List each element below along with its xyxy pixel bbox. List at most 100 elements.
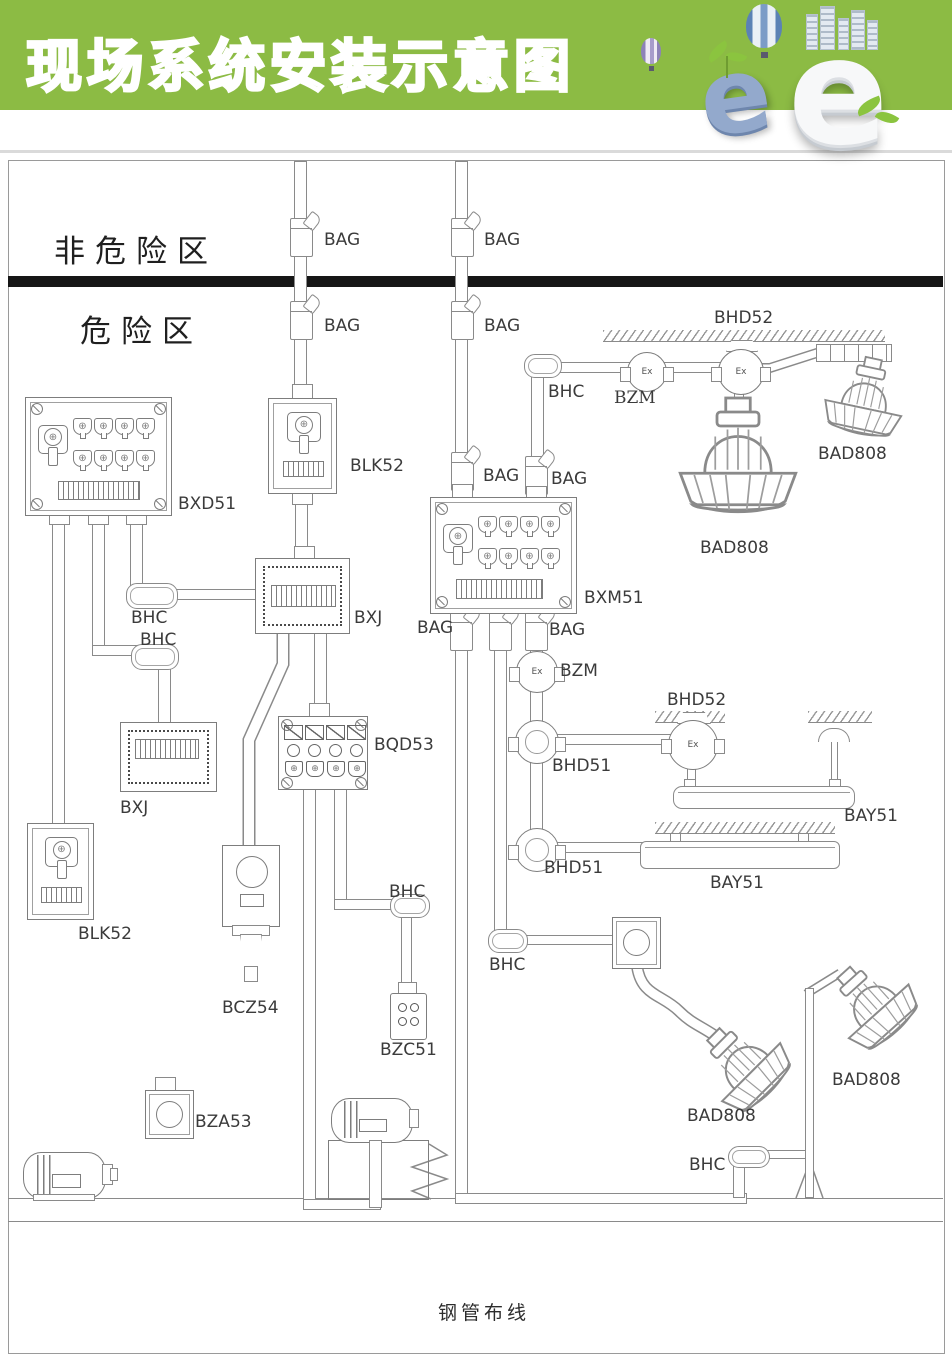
bqd53-control-box	[278, 716, 368, 790]
breaker-icon	[73, 418, 92, 439]
box-inner-frame	[616, 921, 657, 965]
box-inner-frame	[273, 403, 332, 489]
bag-fitting	[451, 218, 474, 257]
breaker-icon	[115, 418, 134, 439]
footer-note: 钢管布线	[438, 1302, 531, 1324]
label-bag: BAG	[483, 466, 520, 486]
label-bzc51: BZC51	[380, 1040, 437, 1060]
bhd52-junction: Ex	[661, 720, 725, 770]
terminal-strip	[58, 481, 140, 500]
label-bag: BAG	[324, 230, 361, 250]
motor-nameplate	[359, 1119, 387, 1132]
pipe	[334, 786, 347, 910]
bag-fitting	[489, 612, 512, 651]
bad808-lamp	[810, 347, 920, 453]
label-bhc: BHC	[389, 882, 426, 902]
pipe	[455, 1193, 747, 1204]
light-pole	[805, 988, 814, 1198]
gland-circle	[156, 1101, 183, 1128]
pipe	[369, 1140, 382, 1208]
leaf-stem	[726, 56, 728, 78]
main-switch-icon	[38, 425, 68, 466]
corner-screw-icon	[31, 403, 43, 415]
breaker-icon	[478, 516, 497, 537]
meter-icon	[326, 725, 345, 740]
breaker-icon	[478, 548, 497, 569]
motor-feet	[33, 1194, 95, 1201]
box-inner-frame	[30, 402, 167, 511]
bag-fitting	[290, 218, 313, 257]
pipe	[455, 610, 468, 1200]
bxj-junction-box	[120, 722, 217, 792]
ex-mark: Ex	[735, 367, 747, 377]
bzm-junction: Ex	[509, 651, 565, 693]
zone-label-hazardous: 危险区	[80, 314, 203, 350]
gland-circle	[623, 929, 650, 956]
bag-fitting	[525, 612, 548, 651]
label-bqd53: BQD53	[374, 735, 434, 755]
switch-handle-icon	[45, 837, 78, 879]
box-inner-frame	[435, 502, 572, 609]
blk52-switch-box	[27, 823, 94, 920]
hot-air-balloon-small-icon	[641, 38, 661, 64]
pipe	[766, 1150, 810, 1159]
bag-fitting	[451, 301, 474, 340]
label-bhd52: BHD52	[667, 690, 727, 710]
pipe	[522, 935, 616, 945]
bolt-dots	[263, 566, 342, 626]
bay51-fluorescent-fixture	[673, 786, 855, 809]
label-bzm: BZM	[560, 661, 598, 681]
indicator-lamp-icon	[287, 744, 300, 757]
motor-fins	[344, 1101, 358, 1138]
breaker-icon	[499, 548, 518, 569]
indicator-lamp-icon	[329, 744, 342, 757]
indicator-lamp-icon	[308, 744, 321, 757]
label-bhc: BHC	[489, 955, 526, 975]
building-icon	[867, 20, 878, 50]
bad808-lamp	[668, 396, 808, 526]
bzc51-button-station	[390, 993, 427, 1040]
label-bxd51: BXD51	[178, 494, 237, 514]
label-bxj: BXJ	[120, 798, 149, 818]
breaker-icon	[499, 516, 518, 537]
breaker-icon	[541, 516, 560, 537]
label-bhc: BHC	[131, 608, 168, 628]
building-icon	[806, 14, 818, 50]
page-title: 现场系统安装示意图	[25, 34, 575, 102]
ex-mark: Ex	[531, 667, 543, 677]
pushbutton-icon	[348, 761, 366, 777]
bxj-junction-box	[255, 558, 350, 634]
balloon-basket-icon	[649, 66, 654, 71]
breaker-icon	[520, 516, 539, 537]
button-dot	[410, 1017, 419, 1026]
ceiling-hatch	[808, 711, 872, 723]
socket-face	[236, 856, 268, 888]
breaker-icon	[541, 548, 560, 569]
switch-handle-icon	[287, 412, 321, 454]
label-bhd52: BHD52	[714, 308, 774, 328]
hot-air-balloon-icon	[746, 4, 782, 48]
bza53-junction-box	[145, 1090, 194, 1139]
motor	[23, 1152, 106, 1199]
bhc-connector	[126, 583, 178, 609]
label-bad808: BAD808	[687, 1106, 756, 1126]
building-icon	[838, 18, 849, 50]
label-bag: BAG	[549, 620, 586, 640]
building-icon	[820, 6, 835, 50]
bcz54-plug-device	[222, 845, 280, 927]
motor	[331, 1098, 413, 1143]
label-bad808: BAD808	[832, 1070, 901, 1090]
ceiling-hatch	[655, 822, 835, 834]
label-bhc: BHC	[689, 1155, 726, 1175]
bhc-connector	[524, 354, 562, 378]
corner-screw-icon	[31, 498, 43, 510]
bag-fitting	[525, 456, 548, 495]
corner-screw-icon	[436, 503, 448, 515]
breaker-icon	[520, 548, 539, 569]
pushbutton-icon	[306, 761, 324, 777]
hazard-boundary-bar	[8, 276, 943, 287]
breaker-icon	[115, 450, 134, 471]
blk52-switch-box	[268, 398, 337, 494]
zone-label-non-hazardous: 非危险区	[54, 234, 218, 270]
